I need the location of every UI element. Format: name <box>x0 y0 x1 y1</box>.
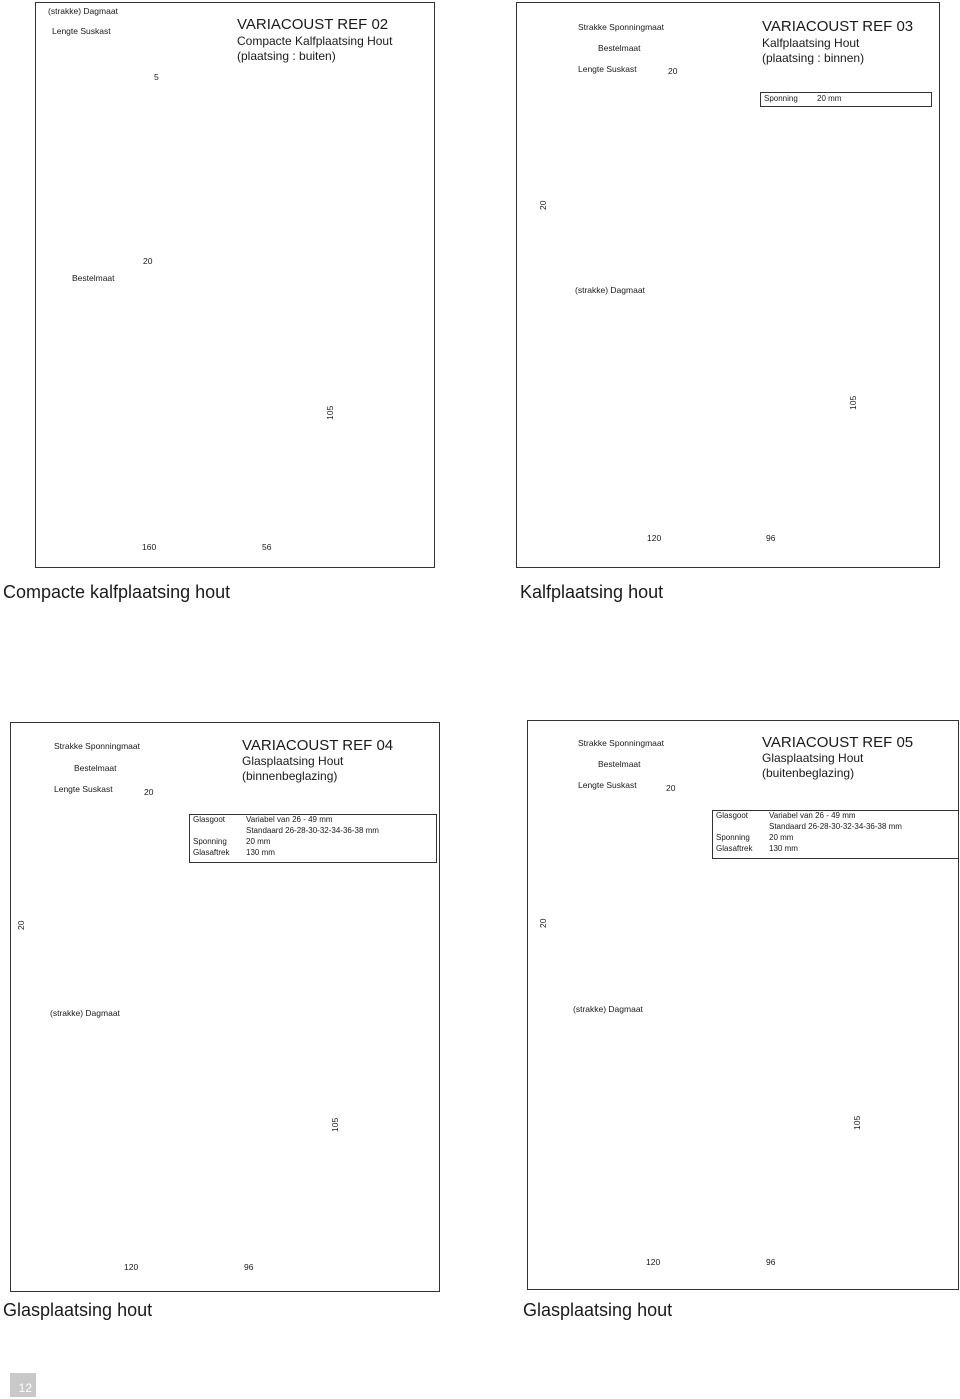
ref04-spec-row: Sponning 20 mm <box>190 837 436 847</box>
ref05-dim-20: 20 <box>666 783 676 793</box>
ref02-title: VARIACOUST REF 02 <box>237 16 389 33</box>
ref05-spec-value: Standaard 26-28-30-32-34-36-38 mm <box>769 822 902 831</box>
ref05-title: VARIACOUST REF 05 <box>762 734 914 751</box>
ref03-dim-120: 120 <box>647 533 662 543</box>
ref05-spec-table: Glasgoot Variabel van 26 - 49 mm Standaar… <box>712 810 959 859</box>
ref03-subtitle-1: Kalfplaatsing Hout <box>762 36 860 50</box>
ref04-lengte-suskast-label: Lengte Suskast <box>54 784 113 794</box>
ref04-dim-120: 120 <box>124 1262 139 1272</box>
ref05-spec-value: 20 mm <box>769 833 794 842</box>
ref03-dim-105: 105 <box>848 395 858 410</box>
ref05-spec-row: Sponning 20 mm <box>713 833 958 843</box>
ref03-dagmaat-label: (strakke) Dagmaat <box>575 285 645 295</box>
ref04-spec-row: Glasaftrek 130 mm <box>190 848 436 858</box>
caption-ref03: Kalfplaatsing hout <box>520 582 664 602</box>
ref04-spec-value: Variabel van 26 - 49 mm <box>246 815 333 824</box>
ref02-dim-160: 160 <box>142 542 157 552</box>
ref05-spec-value: 130 mm <box>769 844 798 853</box>
ref02-bestelmaat-label: Bestelmaat <box>72 273 115 283</box>
ref04-spec-key: Glasgoot <box>193 815 226 824</box>
ref03-dim-20: 20 <box>668 66 678 76</box>
ref02-subtitle-2: (plaatsing : buiten) <box>237 49 336 63</box>
ref03-bestelmaat-label: Bestelmaat <box>598 43 641 53</box>
ref05-dim-105: 105 <box>852 1115 862 1130</box>
ref04-spec-table: Glasgoot Variabel van 26 - 49 mm Standaar… <box>189 814 437 863</box>
ref04-subtitle-1: Glasplaatsing Hout <box>242 754 344 768</box>
ref02-dagmaat-label: (strakke) Dagmaat <box>48 6 118 16</box>
panel-ref05 <box>527 720 959 1290</box>
ref05-dagmaat-label: (strakke) Dagmaat <box>573 1004 643 1014</box>
ref03-lengte-suskast-label: Lengte Suskast <box>578 64 637 74</box>
caption-ref02: Compacte kalfplaatsing hout <box>3 582 231 602</box>
ref05-subtitle-1: Glasplaatsing Hout <box>762 751 864 765</box>
ref04-dagmaat-label: (strakke) Dagmaat <box>50 1008 120 1018</box>
ref04-subtitle-2: (binnenbeglazing) <box>242 769 338 783</box>
ref05-spec-key: Glasaftrek <box>716 844 753 853</box>
ref04-spec-key: Glasaftrek <box>193 848 230 857</box>
page-number: 12 <box>18 1381 32 1395</box>
ref04-spec-row: Standaard 26-28-30-32-34-36-38 mm <box>190 826 436 836</box>
ref05-spec-row: Glasaftrek 130 mm <box>713 844 958 854</box>
ref03-sponning-value: 20 mm <box>817 94 842 103</box>
caption-ref04: Glasplaatsing hout <box>3 1300 153 1320</box>
caption-ref05: Glasplaatsing hout <box>523 1300 673 1320</box>
ref05-spec-key: Sponning <box>716 833 750 842</box>
ref04-vdim-20: 20 <box>16 920 26 930</box>
ref03-vdim-20: 20 <box>538 200 548 210</box>
panel-ref04 <box>10 722 440 1292</box>
ref04-bestelmaat-label: Bestelmaat <box>74 763 117 773</box>
ref03-sponning-key: Sponning <box>764 94 798 103</box>
ref05-spec-row: Glasgoot Variabel van 26 - 49 mm <box>713 811 958 821</box>
ref05-bestelmaat-label: Bestelmaat <box>598 759 641 769</box>
ref04-spec-row: Glasgoot Variabel van 26 - 49 mm <box>190 815 436 825</box>
ref02-dim-56: 56 <box>262 542 272 552</box>
ref04-dim-20: 20 <box>144 787 154 797</box>
ref02-lengte-suskast-label: Lengte Suskast <box>52 26 111 36</box>
ref04-spec-value: Standaard 26-28-30-32-34-36-38 mm <box>246 826 379 835</box>
ref04-spec-value: 130 mm <box>246 848 275 857</box>
ref03-sponning-table: Sponning 20 mm <box>760 92 932 107</box>
ref05-dim-120: 120 <box>646 1257 661 1267</box>
ref05-dim-96: 96 <box>766 1257 776 1267</box>
ref03-dim-96: 96 <box>766 533 776 543</box>
panel-ref02 <box>35 2 435 568</box>
ref05-spec-value: Variabel van 26 - 49 mm <box>769 811 856 820</box>
ref04-spec-key: Sponning <box>193 837 227 846</box>
ref04-strakke-sponningmaat-label: Strakke Sponningmaat <box>54 741 140 751</box>
panel-ref03 <box>516 2 940 568</box>
ref05-spec-row: Standaard 26-28-30-32-34-36-38 mm <box>713 822 958 832</box>
ref04-dim-105: 105 <box>330 1117 340 1132</box>
ref05-vdim-20: 20 <box>538 918 548 928</box>
ref02-subtitle-1: Compacte Kalfplaatsing Hout <box>237 34 393 48</box>
ref05-strakke-sponningmaat-label: Strakke Sponningmaat <box>578 738 664 748</box>
ref02-dim-20: 20 <box>143 256 153 266</box>
ref02-dim-5: 5 <box>154 72 159 82</box>
ref04-title: VARIACOUST REF 04 <box>242 737 394 754</box>
ref03-subtitle-2: (plaatsing : binnen) <box>762 51 865 65</box>
ref05-subtitle-2: (buitenbeglazing) <box>762 766 855 780</box>
ref02-dim-105: 105 <box>325 405 335 420</box>
ref03-strakke-sponningmaat-label: Strakke Sponningmaat <box>578 22 664 32</box>
page-number-badge: 12 <box>10 1373 36 1397</box>
ref03-title: VARIACOUST REF 03 <box>762 18 914 35</box>
ref04-spec-value: 20 mm <box>246 837 271 846</box>
ref05-lengte-suskast-label: Lengte Suskast <box>578 780 637 790</box>
ref05-spec-key: Glasgoot <box>716 811 749 820</box>
ref04-dim-96: 96 <box>244 1262 254 1272</box>
